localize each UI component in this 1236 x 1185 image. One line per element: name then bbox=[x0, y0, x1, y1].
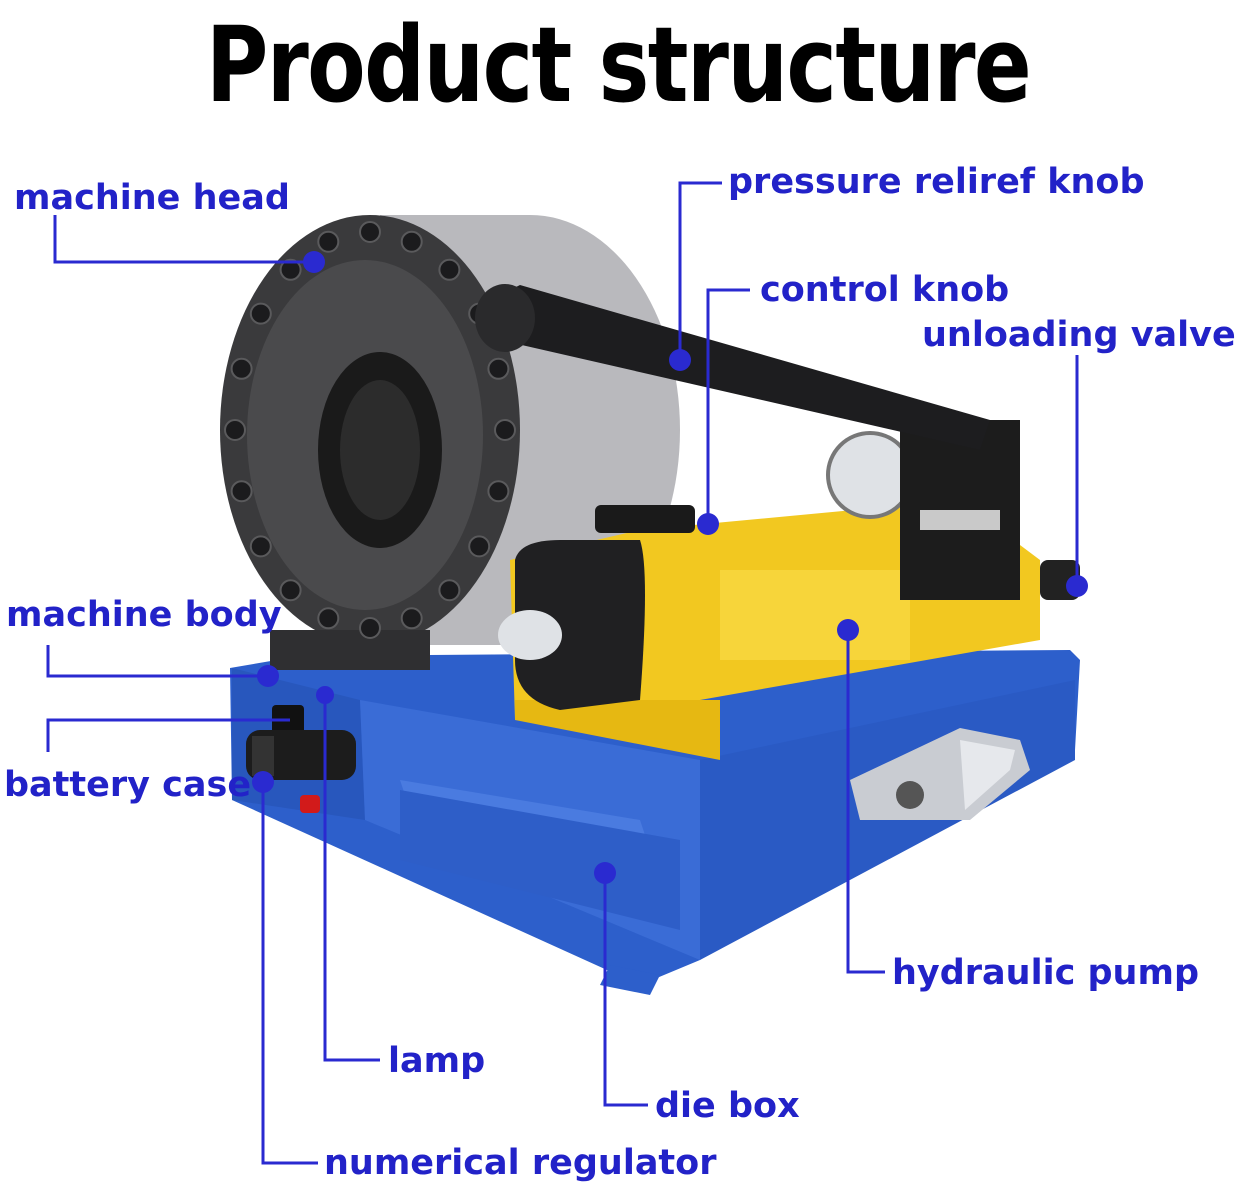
leader-machine-body bbox=[46, 645, 268, 678]
head-bolt bbox=[249, 302, 272, 325]
label-die-box: die box bbox=[655, 1086, 800, 1126]
head-bolt bbox=[359, 617, 381, 639]
label-control-knob: control knob bbox=[760, 270, 1010, 310]
dot-pressure-knob bbox=[669, 349, 691, 371]
leader-lines bbox=[46, 181, 1079, 1165]
leader-battery-case bbox=[46, 718, 290, 752]
leader-control-knob bbox=[706, 288, 750, 524]
diagram-title: Product structure bbox=[205, 4, 1032, 126]
dot-machine-body bbox=[257, 665, 279, 687]
head-bolt bbox=[224, 419, 246, 441]
front-panel bbox=[246, 689, 356, 813]
label-numerical-regulator: numerical regulator bbox=[324, 1143, 717, 1183]
leader-die-box bbox=[603, 873, 648, 1107]
dot-hydraulic-pump bbox=[837, 619, 859, 641]
head-bolt bbox=[317, 607, 340, 630]
die-box-drawer bbox=[400, 780, 680, 930]
head-bolt bbox=[359, 221, 381, 243]
head-bolt bbox=[279, 579, 302, 602]
label-battery-case: battery case bbox=[4, 765, 252, 805]
label-unloading-valve: unloading valve bbox=[922, 315, 1236, 355]
label-machine-body: machine body bbox=[6, 595, 282, 635]
dot-battery-case bbox=[252, 771, 274, 793]
head-bolt bbox=[230, 357, 253, 380]
head-bolts bbox=[224, 221, 516, 639]
leader-machine-head bbox=[53, 215, 314, 264]
head-bolt bbox=[438, 579, 461, 602]
label-hydraulic-pump: hydraulic pump bbox=[892, 953, 1200, 993]
head-bolt bbox=[487, 480, 510, 503]
leader-lamp bbox=[323, 695, 380, 1062]
head-bolt bbox=[317, 230, 340, 253]
head-bolt bbox=[494, 419, 516, 441]
dot-unloading-valve bbox=[1066, 575, 1088, 597]
head-bolt bbox=[487, 357, 510, 380]
head-bolt bbox=[400, 230, 423, 253]
leader-pressure-knob bbox=[678, 181, 722, 360]
head-bolt bbox=[400, 607, 423, 630]
head-bolt bbox=[230, 480, 253, 503]
dot-machine-head bbox=[303, 251, 325, 273]
leader-hydraulic-pump bbox=[846, 630, 885, 974]
dot-lamp bbox=[316, 686, 334, 704]
head-bolt bbox=[249, 535, 272, 558]
label-pressure-relief-knob: pressure reliref knob bbox=[728, 162, 1145, 202]
head-bolt bbox=[468, 535, 491, 558]
label-machine-head: machine head bbox=[14, 178, 290, 218]
dot-control-knob bbox=[697, 513, 719, 535]
label-lamp: lamp bbox=[388, 1041, 486, 1081]
pump-lever bbox=[475, 284, 990, 450]
hydraulic-pump-unit bbox=[498, 420, 1080, 760]
leader-numerical-regulator bbox=[261, 782, 318, 1165]
head-bolt bbox=[279, 258, 302, 281]
pointer-dots bbox=[252, 251, 1088, 884]
dot-die-box bbox=[594, 862, 616, 884]
head-bolt bbox=[438, 258, 461, 281]
side-handle bbox=[850, 728, 1030, 820]
